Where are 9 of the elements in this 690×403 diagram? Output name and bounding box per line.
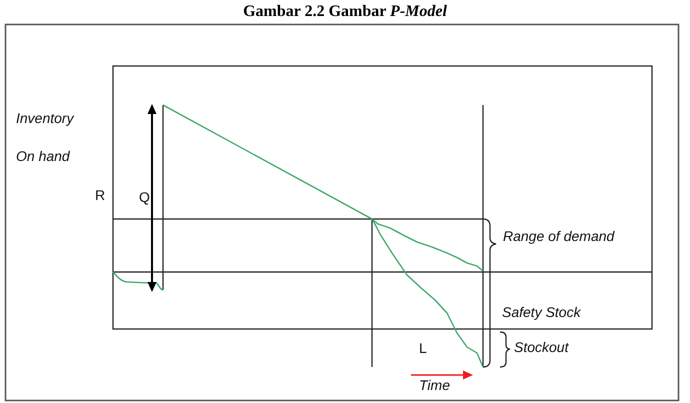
level-label: R bbox=[95, 186, 106, 204]
figure-title: Gambar 2.2 Gambar P-Model bbox=[243, 2, 447, 22]
region-label: Safety Stock bbox=[502, 303, 581, 321]
bracket-label: Range of demand bbox=[503, 227, 614, 245]
interval-label: L bbox=[419, 339, 427, 357]
axis-label: Inventory On hand bbox=[16, 109, 76, 166]
dimension-label: Q bbox=[139, 188, 150, 206]
axis-label: Time bbox=[419, 376, 450, 394]
bracket-label: Stockout bbox=[514, 338, 568, 356]
